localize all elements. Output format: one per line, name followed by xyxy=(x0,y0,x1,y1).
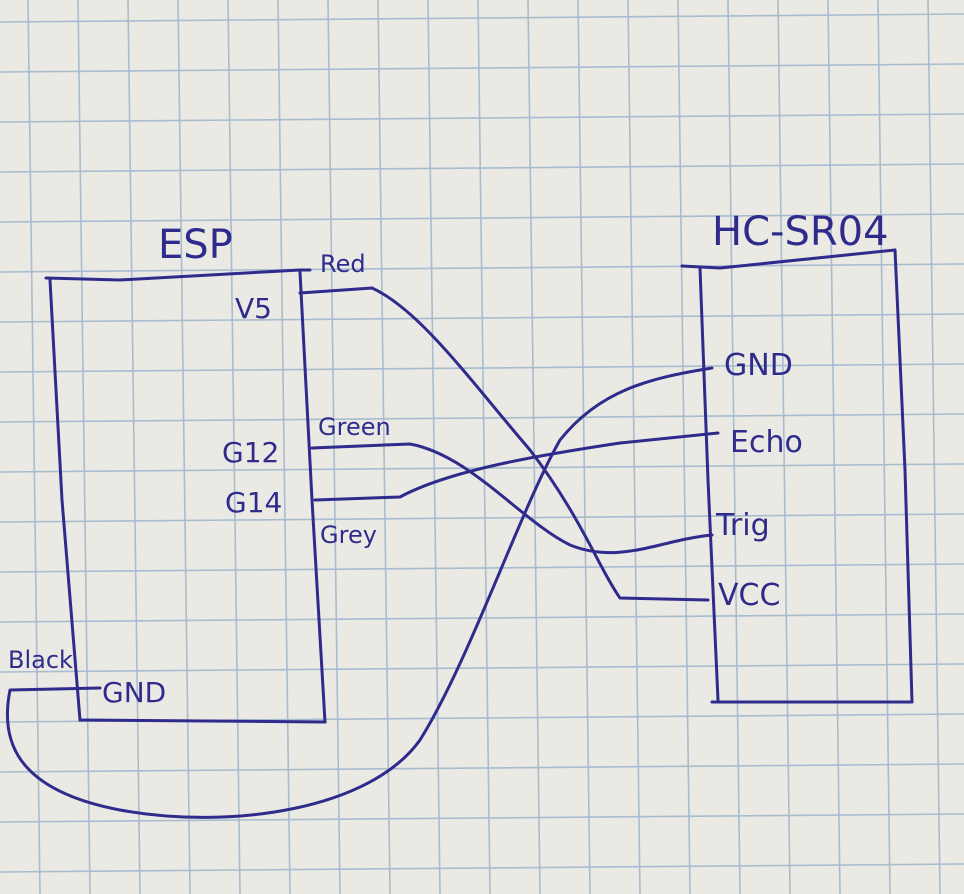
grid-line-vertical xyxy=(27,0,41,894)
esp-right-edge xyxy=(298,270,327,724)
esp-bottom-edge xyxy=(78,718,327,724)
grid-line-vertical xyxy=(177,0,191,894)
esp-board: ESP V5 G12 G14 GND xyxy=(44,222,327,724)
sensor-pin-gnd: GND xyxy=(724,348,793,383)
grid-line-vertical xyxy=(627,0,641,894)
grid-line-horizontal xyxy=(0,63,964,73)
grid-line-horizontal xyxy=(0,363,964,373)
esp-pin-g12: G12 xyxy=(222,436,279,469)
grid-line-vertical xyxy=(677,0,691,894)
grid-line-horizontal xyxy=(0,863,964,873)
grid-line-vertical xyxy=(927,0,941,894)
grid-line-horizontal xyxy=(0,563,964,573)
wire-grey xyxy=(313,431,720,502)
grid-line-vertical xyxy=(227,0,241,894)
grid-line-horizontal xyxy=(0,613,964,623)
grid-line-horizontal xyxy=(0,13,964,23)
hc-sr04-sensor: HC-SR04 GND Echo Trig VCC xyxy=(680,209,914,704)
grid-line-horizontal xyxy=(0,163,964,173)
grid-line-horizontal xyxy=(0,313,964,323)
esp-pin-v5: V5 xyxy=(235,292,272,325)
sensor-right-edge xyxy=(893,248,914,704)
esp-title: ESP xyxy=(158,222,233,268)
grid-line-horizontal xyxy=(0,413,964,423)
esp-pin-gnd: GND xyxy=(102,676,166,709)
grid-line-horizontal xyxy=(0,513,964,523)
wire-red xyxy=(298,286,710,602)
grid-line-vertical xyxy=(477,0,491,894)
grid-line-horizontal xyxy=(0,763,964,773)
sensor-left-edge xyxy=(698,266,720,702)
wire-label-black: Black xyxy=(8,646,73,674)
wire-label-grey: Grey xyxy=(320,521,377,549)
grid-line-vertical xyxy=(527,0,541,894)
wire-label-green: Green xyxy=(318,413,391,441)
grid-line-vertical xyxy=(577,0,591,894)
grid-line-vertical xyxy=(127,0,141,894)
grid-line-vertical xyxy=(277,0,291,894)
sensor-title: HC-SR04 xyxy=(712,209,889,255)
grid-line-horizontal xyxy=(0,663,964,673)
wire-black xyxy=(5,366,714,819)
grid-line-horizontal xyxy=(0,263,964,273)
esp-pin-g14: G14 xyxy=(225,486,282,519)
sensor-pin-trig: Trig xyxy=(715,508,770,543)
grid-line-vertical xyxy=(827,0,841,894)
sensor-pin-echo: Echo xyxy=(730,425,803,460)
esp-left-edge xyxy=(48,278,82,722)
wire-green xyxy=(310,442,714,555)
esp-top-edge xyxy=(44,268,312,282)
grid-line-vertical xyxy=(727,0,741,894)
grid-line-vertical xyxy=(427,0,441,894)
sensor-pin-vcc: VCC xyxy=(718,578,780,613)
grid-line-vertical xyxy=(377,0,391,894)
grid-line-horizontal xyxy=(0,213,964,223)
grid-line-vertical xyxy=(77,0,91,894)
grid-line-horizontal xyxy=(0,113,964,123)
grid-line-vertical xyxy=(877,0,891,894)
wire-label-red: Red xyxy=(320,250,366,278)
grid-line-horizontal xyxy=(0,813,964,823)
sensor-top-edge xyxy=(680,248,897,270)
grid-line-vertical xyxy=(777,0,791,894)
